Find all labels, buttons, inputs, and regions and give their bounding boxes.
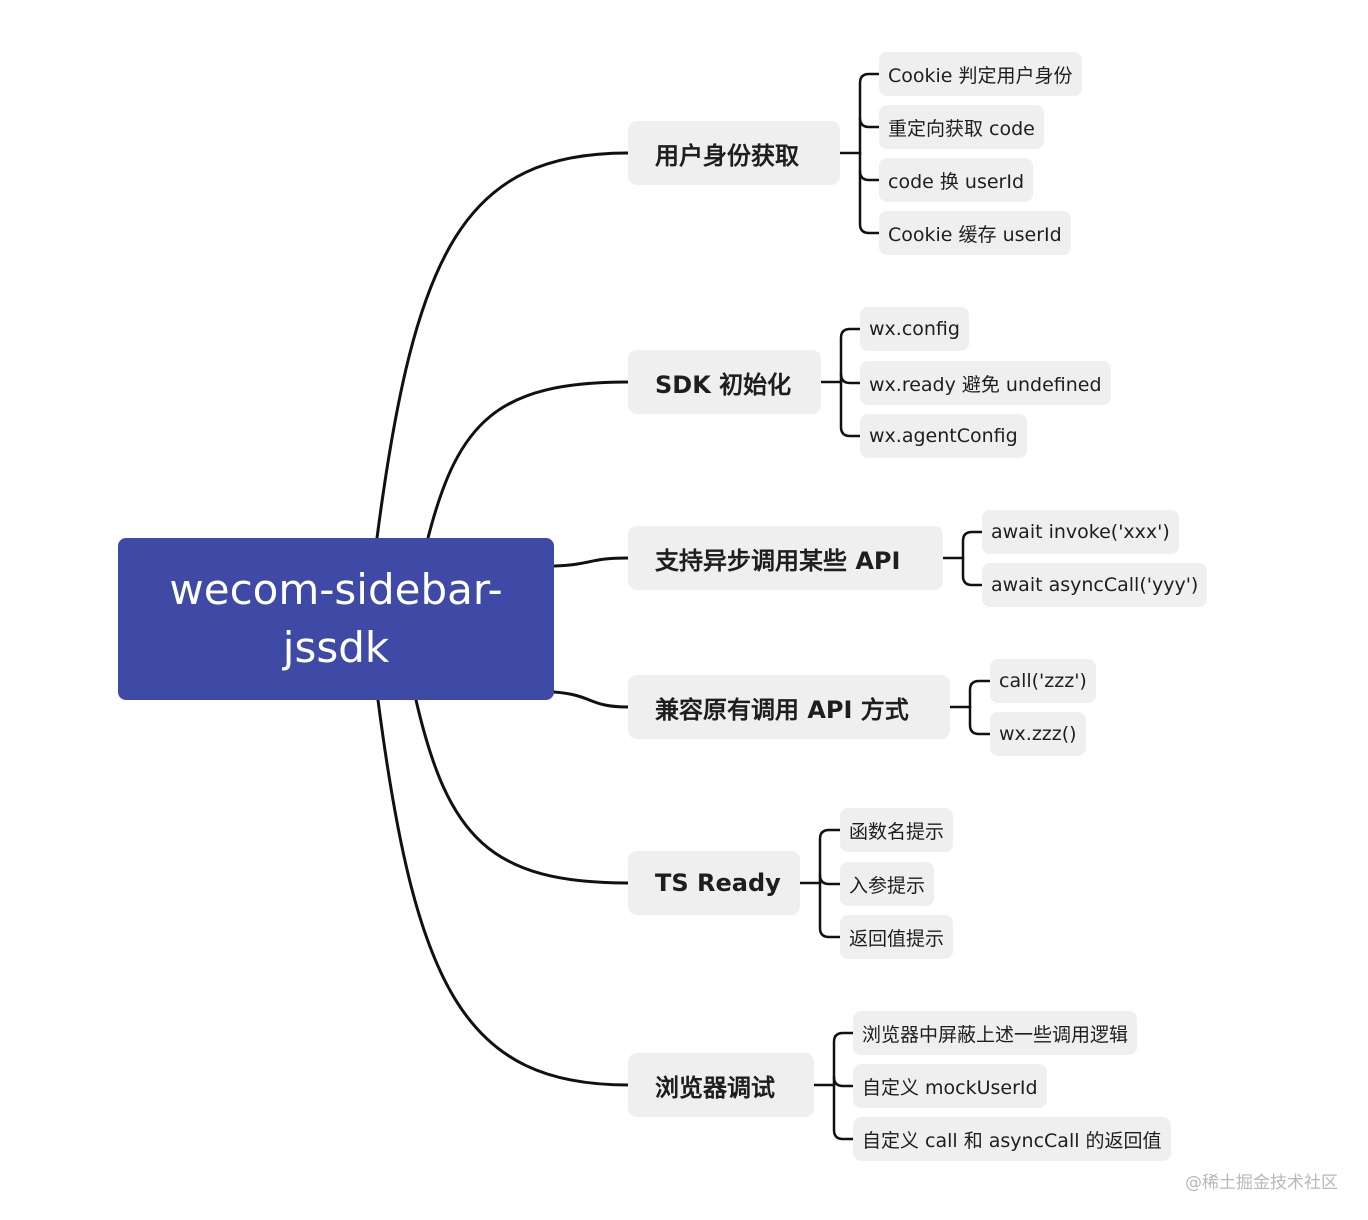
leaf-label: await asyncCall('yyy'): [991, 574, 1199, 596]
leaf-node[interactable]: Cookie 缓存 userId: [879, 211, 1071, 255]
leaf-label: 返回值提示: [849, 927, 945, 950]
leaf-label: 自定义 mockUserId: [862, 1076, 1038, 1099]
leaf-node[interactable]: 自定义 call 和 asyncCall 的返回值: [853, 1117, 1171, 1161]
child-connector: [839, 372, 862, 385]
root-label-line1: wecom-sidebar-: [169, 565, 503, 614]
child-connector: [858, 116, 881, 129]
child-connector: [818, 873, 842, 886]
branch-connector: [375, 151, 630, 540]
leaf-label: call('zzz'): [999, 670, 1087, 692]
child-connector: [818, 881, 842, 939]
branch-label: 支持异步调用某些 API: [655, 546, 901, 575]
child-connector: [832, 1031, 855, 1087]
child-connector: [818, 828, 842, 885]
leaf-label: 入参提示: [849, 874, 926, 897]
leaf-node[interactable]: 重定向获取 code: [879, 105, 1044, 149]
child-connector: [839, 380, 862, 438]
child-connector: [968, 705, 992, 736]
leaf-label: wx.agentConfig: [869, 425, 1018, 447]
branch-connector: [552, 690, 630, 709]
leaf-label: wx.config: [869, 318, 960, 340]
watermark: @稀土掘金技术社区: [1185, 1173, 1338, 1193]
leaf-label: 自定义 call 和 asyncCall 的返回值: [862, 1129, 1162, 1152]
child-connector: [839, 327, 862, 384]
root-node[interactable]: wecom-sidebar- jssdk: [118, 538, 554, 700]
child-connector: [961, 556, 984, 587]
branch-node-async-api[interactable]: 支持异步调用某些 API: [628, 526, 943, 590]
branch-node-ts-ready[interactable]: TS Ready: [628, 851, 800, 915]
leaf-label: await invoke('xxx'): [991, 521, 1170, 543]
branch-node-sdk-init[interactable]: SDK 初始化: [628, 350, 821, 414]
branch-node-user-identity[interactable]: 用户身份获取: [628, 121, 840, 185]
branch-label: TS Ready: [655, 869, 781, 897]
branch-connector: [376, 698, 630, 1087]
child-connector: [961, 530, 984, 560]
leaf-node[interactable]: 入参提示: [840, 862, 935, 906]
branch-connector: [414, 698, 630, 885]
child-connector: [832, 1075, 855, 1088]
leaf-node[interactable]: await asyncCall('yyy'): [982, 563, 1208, 607]
child-connector: [858, 72, 881, 155]
leaf-node[interactable]: 自定义 mockUserId: [853, 1064, 1047, 1108]
child-connector: [832, 1083, 855, 1141]
leaf-label: 函数名提示: [849, 820, 945, 843]
leaf-node[interactable]: 浏览器中屏蔽上述一些调用逻辑: [853, 1011, 1138, 1055]
root-label-line2: jssdk: [282, 623, 390, 672]
leaf-label: wx.zzz(): [999, 723, 1077, 745]
child-connector: [968, 679, 992, 709]
leaf-node[interactable]: wx.agentConfig: [860, 414, 1027, 458]
branch-label: 兼容原有调用 API 方式: [655, 695, 909, 724]
leaf-label: code 换 userId: [888, 170, 1025, 193]
leaf-node[interactable]: code 换 userId: [879, 158, 1034, 202]
child-connector: [858, 169, 881, 182]
leaf-node[interactable]: wx.ready 避免 undefined: [860, 361, 1111, 405]
branch-connector: [552, 556, 630, 568]
leaf-node[interactable]: wx.config: [860, 307, 969, 351]
branch-label: 浏览器调试: [655, 1073, 775, 1102]
leaf-label: Cookie 判定用户身份: [888, 64, 1073, 87]
leaf-node[interactable]: wx.zzz(): [990, 712, 1086, 756]
leaf-node[interactable]: await invoke('xxx'): [982, 510, 1179, 554]
leaf-label: Cookie 缓存 userId: [888, 223, 1062, 246]
branch-label: 用户身份获取: [655, 141, 799, 170]
branch-connector: [426, 380, 630, 540]
leaf-node[interactable]: 返回值提示: [840, 915, 954, 959]
branch-node-browser-debug[interactable]: 浏览器调试: [628, 1053, 814, 1117]
leaf-label: 重定向获取 code: [888, 117, 1035, 140]
child-connector: [858, 151, 881, 235]
branch-node-legacy-api[interactable]: 兼容原有调用 API 方式: [628, 675, 950, 739]
leaf-label: 浏览器中屏蔽上述一些调用逻辑: [862, 1023, 1129, 1046]
leaf-node[interactable]: Cookie 判定用户身份: [879, 52, 1082, 96]
leaf-node[interactable]: 函数名提示: [840, 808, 954, 852]
leaf-node[interactable]: call('zzz'): [990, 659, 1096, 703]
leaf-label: wx.ready 避免 undefined: [869, 373, 1102, 396]
branch-label: SDK 初始化: [655, 370, 792, 399]
